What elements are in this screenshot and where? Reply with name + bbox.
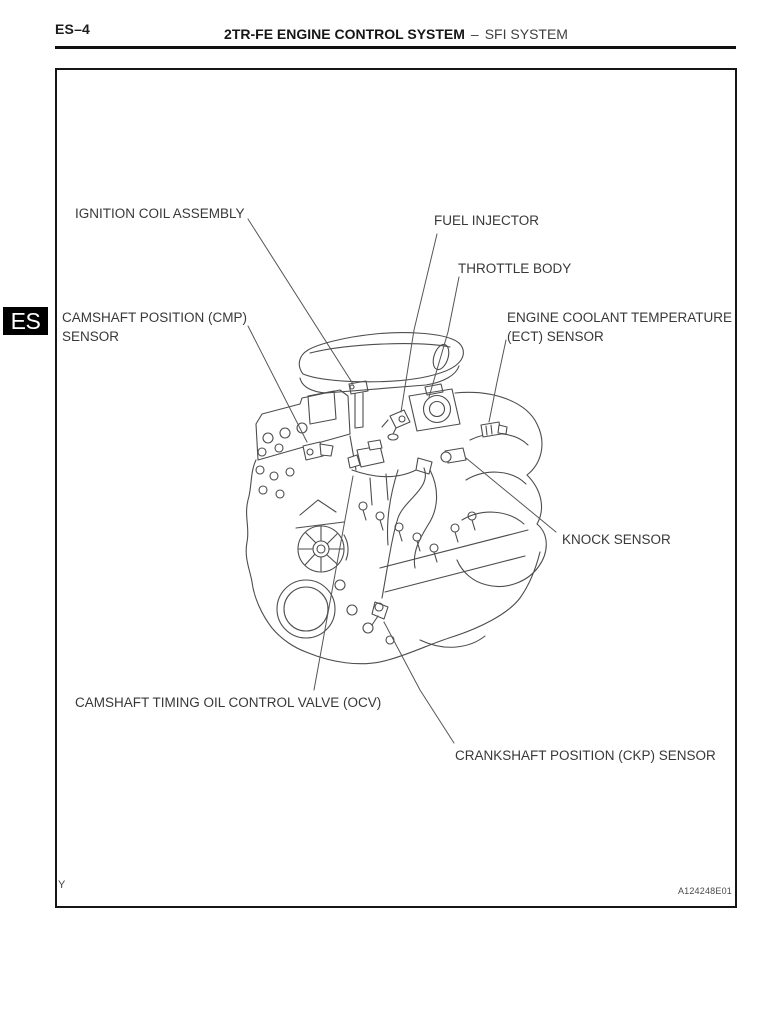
figure-frame <box>55 68 737 908</box>
callout-cmp-sensor: CAMSHAFT POSITION (CMP) SENSOR <box>62 308 247 346</box>
valve-cover-glyph <box>255 389 351 461</box>
callout-cmp-line1: CAMSHAFT POSITION (CMP) <box>62 310 248 325</box>
leader-knock-sensor <box>465 457 557 533</box>
ckp-sensor-glyph <box>371 457 433 626</box>
leader-throttle-body <box>428 276 460 398</box>
callout-ect-line1: ENGINE COOLANT TEMPERATURE <box>507 310 733 325</box>
knock-sensor-glyph <box>440 447 467 464</box>
callout-fuel-injector: FUEL INJECTOR <box>434 213 540 228</box>
callout-knock-sensor: KNOCK SENSOR <box>562 532 671 547</box>
leader-ckp-sensor <box>383 621 455 744</box>
water-pump-pulley-glyph <box>295 499 349 573</box>
leader-ignition-coil <box>247 218 354 385</box>
header-rule <box>55 46 736 49</box>
leader-fuel-injector <box>400 233 438 413</box>
engine-illustration <box>245 218 557 744</box>
figure-id-code: A124248E01 <box>677 886 732 896</box>
callout-ect-line2: (ECT) SENSOR <box>507 329 604 344</box>
leader-ect-sensor <box>488 339 507 423</box>
stud-bolts <box>358 501 477 563</box>
callout-ckp-sensor: CRANKSHAFT POSITION (CKP) SENSOR <box>455 748 716 763</box>
fuel-injector-glyph <box>381 409 411 441</box>
callout-ocv: CAMSHAFT TIMING OIL CONTROL VALVE (OCV) <box>75 695 382 710</box>
page-title: 2TR-FE ENGINE CONTROL SYSTEM–SFI SYSTEM <box>55 26 737 42</box>
callout-throttle-body: THROTTLE BODY <box>458 261 572 276</box>
callout-ect-sensor: ENGINE COOLANT TEMPERATURE (ECT) SENSOR <box>507 308 732 346</box>
cmp-sensor-glyph <box>302 441 334 461</box>
intake-manifold-glyph <box>454 391 547 587</box>
callout-ignition-coil: IGNITION COIL ASSEMBLY <box>75 206 245 221</box>
figure-footnote-mark: Y <box>58 879 66 891</box>
leader-ocv <box>313 475 354 691</box>
section-tab-es: ES <box>3 307 48 335</box>
ocv-glyph <box>347 439 385 469</box>
ect-sensor-glyph <box>480 421 508 438</box>
leader-cmp-sensor <box>247 325 308 443</box>
page-number: ES–4 <box>55 21 91 37</box>
throttle-body-glyph <box>408 383 461 432</box>
crankshaft-pulley-glyph <box>276 579 336 639</box>
ignition-coil-glyph <box>348 380 369 429</box>
page-title-main: 2TR-FE ENGINE CONTROL SYSTEM <box>224 26 465 42</box>
page-title-separator: – <box>470 26 479 42</box>
page-title-sub: SFI SYSTEM <box>484 26 568 42</box>
callout-cmp-line2: SENSOR <box>62 329 120 344</box>
